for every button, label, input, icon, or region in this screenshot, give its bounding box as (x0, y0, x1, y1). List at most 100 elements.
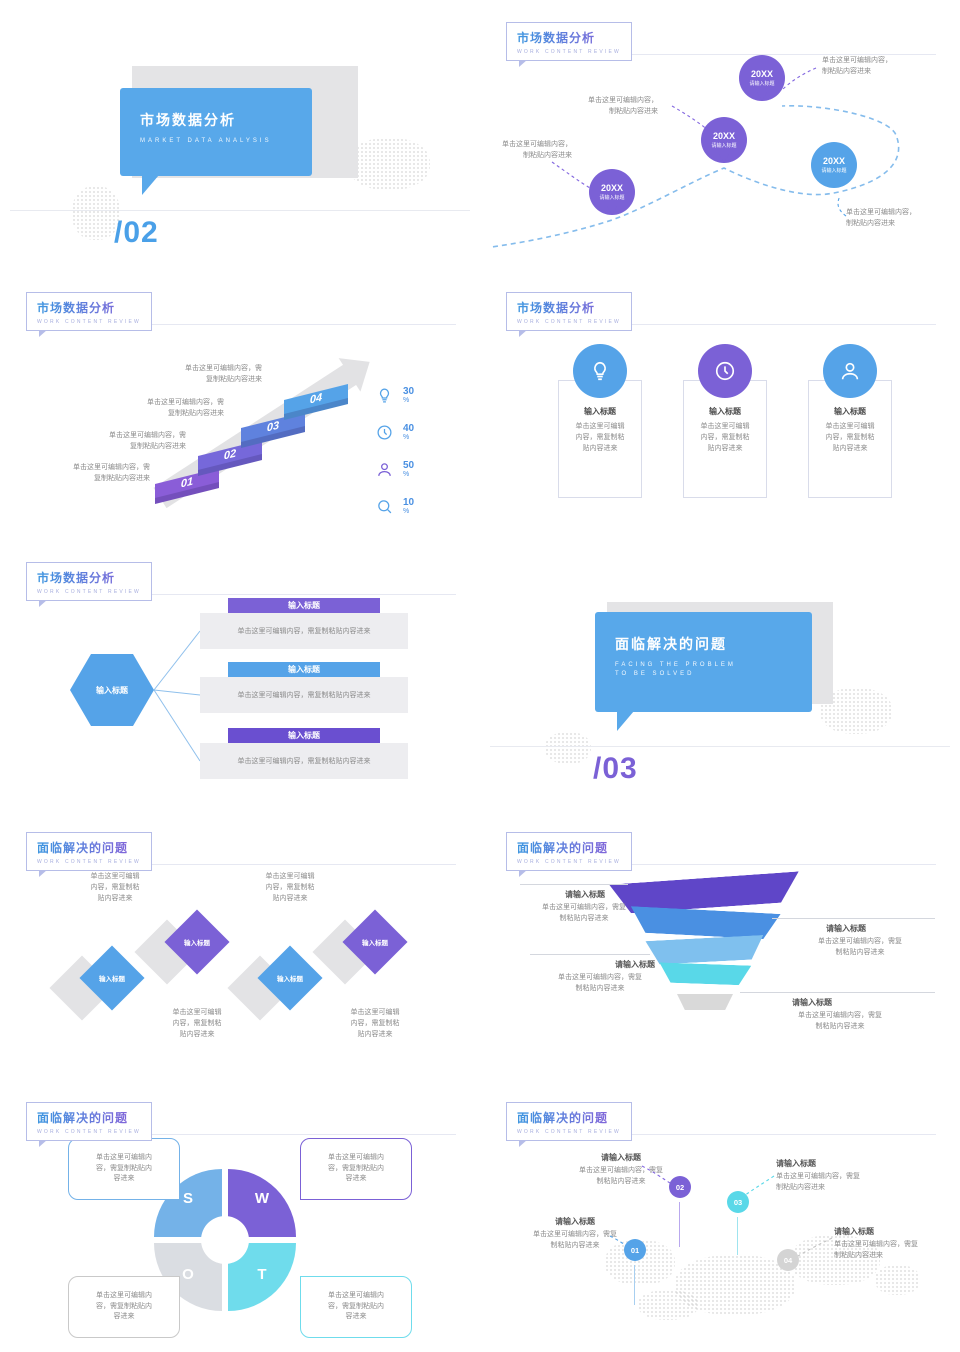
cover-title: 市场数据分析 (140, 112, 236, 128)
header-tail (519, 330, 527, 337)
cover-title-bubble: 市场数据分析 MARKET DATA ANALYSIS (120, 88, 312, 176)
cover-title-bubble: 面临解决的问题 FACING THE PROBLEM TO BE SOLVED (595, 612, 812, 712)
slide-funnel[interactable]: 面临解决的问题 WORK CONTENT REVIEW 请输入标题 单击这里可编… (490, 820, 950, 1072)
slide-header: 市场数据分析 WORK CONTENT REVIEW (26, 292, 152, 337)
donut-hole (201, 1216, 249, 1264)
stat-value: 40 (403, 423, 415, 434)
cover-subtitle-line2: TO BE SOLVED (615, 671, 695, 677)
stat-row: 40% (376, 423, 414, 441)
stat-row: 50% (376, 460, 414, 478)
callout-line (520, 884, 628, 885)
row-title-bar: 输入标题 (228, 662, 380, 677)
header-divider-line (138, 324, 456, 325)
header-title: 市场数据分析 (517, 29, 621, 46)
stat-unit: % (403, 508, 410, 515)
map-dots-decoration (875, 1265, 920, 1295)
funnel-label: 请输入标题 (792, 998, 832, 1007)
step-note: 单击这里可编辑内容，需复制粘贴内容进来 (185, 365, 262, 383)
header-title: 面临解决的问题 (37, 839, 141, 856)
row-body: 单击这里可编辑内容，需复制粘贴内容进来 (200, 677, 408, 713)
note-text: 单击这里可编辑内容，制粘贴内容进来 (502, 141, 572, 159)
info-card (683, 380, 767, 498)
slide-map-pins[interactable]: 面临解决的问题 WORK CONTENT REVIEW 01 02 (490, 1090, 950, 1342)
header-subtitle: WORK CONTENT REVIEW (37, 589, 141, 595)
diamond-note: 单击这里可编辑内容，需复制粘贴内容进来 (265, 873, 315, 902)
header-divider-line (618, 1134, 936, 1135)
slide-hexagon-list[interactable]: 市场数据分析 WORK CONTENT REVIEW 输入标题 输入标题 单击这… (10, 550, 470, 802)
header-title: 市场数据分析 (37, 299, 141, 316)
header-title: 面临解决的问题 (517, 839, 621, 856)
stat-unit: % (403, 471, 410, 478)
header-subtitle: WORK CONTENT REVIEW (37, 1129, 141, 1135)
pin-stem (737, 1217, 738, 1255)
pin-note: 单击这里可编辑内容，需复制粘贴内容进来 (533, 1231, 617, 1249)
funnel-layer-5 (677, 994, 733, 1010)
header-divider-line (138, 594, 456, 595)
map-dots-decoration (790, 1235, 880, 1285)
bulb-icon (379, 387, 390, 403)
card-title: 输入标题 (584, 407, 616, 416)
hexagon-title: 输入标题 (70, 654, 154, 726)
pin-tail (632, 1256, 638, 1278)
pin-number: 03 (727, 1191, 749, 1213)
step-note: 单击这里可编辑内容，需复制粘贴内容进来 (109, 432, 186, 450)
funnel-note: 单击这里可编辑内容，需复制粘贴内容进来 (558, 974, 642, 992)
funnel-label: 请输入标题 (615, 960, 655, 969)
pin-year: 20XX (822, 156, 846, 166)
slide-three-cards[interactable]: 市场数据分析 WORK CONTENT REVIEW 输入标题 单击这里可编辑内… (490, 280, 950, 532)
header-title: 市场数据分析 (37, 569, 141, 586)
person-icon (378, 462, 391, 476)
pin-tail (677, 1193, 683, 1215)
slide-swot[interactable]: 面临解决的问题 WORK CONTENT REVIEW S W O T 单击这里… (10, 1090, 470, 1342)
card-title: 输入标题 (834, 407, 866, 416)
card-body: 单击这里可编辑内容，需复制粘贴内容进来 (825, 423, 875, 452)
pin-number: 04 (777, 1249, 799, 1271)
cover-title: 面临解决的问题 (615, 636, 727, 652)
stat-unit: % (403, 434, 410, 441)
card-circle (823, 344, 877, 398)
header-box: 面临解决的问题 WORK CONTENT REVIEW (506, 1102, 632, 1147)
header-divider-line (618, 54, 936, 55)
swot-letter-o: O (182, 1266, 194, 1283)
swot-note-text: 单击这里可编辑内容，需复制粘贴内容进来 (328, 1154, 384, 1183)
person-icon (841, 362, 859, 380)
row-title-bar: 输入标题 (228, 728, 380, 743)
card-circle (573, 344, 627, 398)
pin-note: 单击这里可编辑内容，需复制粘贴内容进来 (776, 1173, 860, 1191)
pin-tail (719, 154, 729, 180)
header-box: 面临解决的问题 WORK CONTENT REVIEW (506, 832, 632, 877)
header-divider-line (138, 1134, 456, 1135)
header-subtitle: WORK CONTENT REVIEW (517, 49, 621, 55)
pin-stem (679, 1202, 680, 1247)
header-tail (39, 330, 47, 337)
slide-cover-market[interactable]: 市场数据分析 MARKET DATA ANALYSIS /02 (10, 10, 470, 262)
info-card (808, 380, 892, 498)
header-tail (39, 1140, 47, 1147)
pin-number: 02 (669, 1176, 691, 1198)
map-dots-decoration (638, 1290, 698, 1320)
callout-line (772, 918, 935, 919)
slide-stairs[interactable]: 市场数据分析 WORK CONTENT REVIEW 01 02 03 04 单… (10, 280, 470, 532)
pin-label: 请输入标题 (821, 168, 847, 174)
bulb-icon (594, 361, 606, 381)
swot-letter-w: W (254, 1190, 270, 1207)
pin-label: 请输入标题 (776, 1159, 816, 1168)
slide-cover-problem[interactable]: 面临解决的问题 FACING THE PROBLEM TO BE SOLVED … (490, 550, 950, 802)
funnel-note: 单击这里可编辑内容，需复制粘贴内容进来 (818, 938, 902, 956)
bubble-tail (142, 175, 159, 195)
header-subtitle: WORK CONTENT REVIEW (37, 859, 141, 865)
slide-diamonds[interactable]: 面临解决的问题 WORK CONTENT REVIEW 单击这里可编辑内容，需复… (10, 820, 470, 1072)
map-pin: 03 (727, 1191, 749, 1231)
funnel-layer-2 (629, 906, 780, 940)
map-pin: 04 (777, 1249, 799, 1271)
header-divider-line (618, 324, 936, 325)
swot-note-text: 单击这里可编辑内容，需复制粘贴内容进来 (96, 1154, 152, 1183)
header-tail (519, 1140, 527, 1147)
note-text: 单击这里可编辑内容，制粘贴内容进来 (822, 57, 892, 75)
timeline-pin: 20XX 请输入标题 (811, 142, 857, 206)
map-dots-decoration (545, 732, 591, 764)
